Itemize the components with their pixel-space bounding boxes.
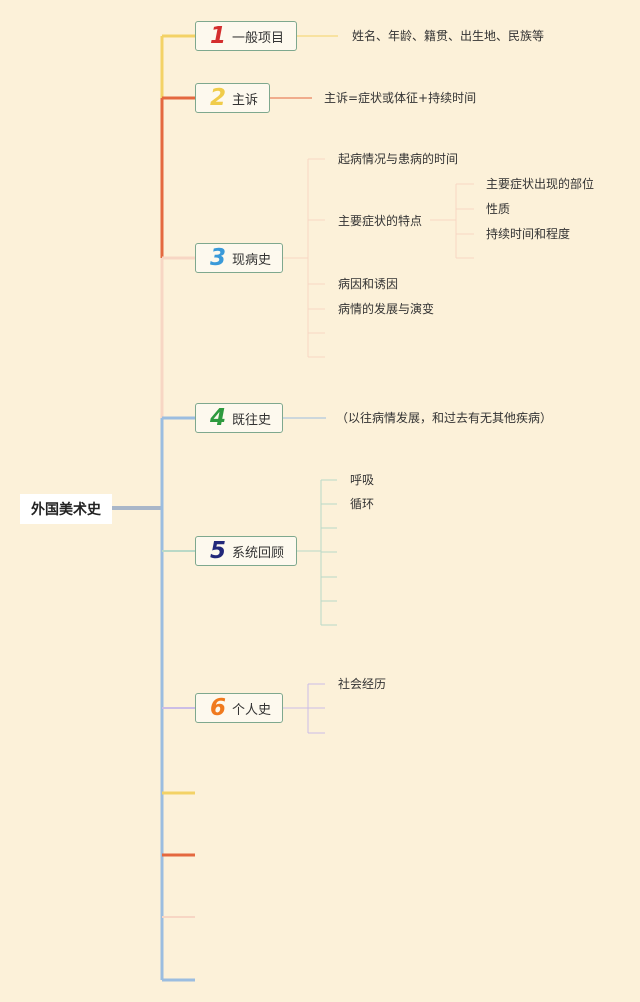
branch-node-1[interactable]: 1 一般项目 [195, 21, 297, 51]
detail-1-1: 姓名、年龄、籍贯、出生地、民族等 [352, 29, 545, 43]
branch-node-6[interactable]: 6 个人史 [195, 693, 283, 723]
detail-6-1: 社会经历 [338, 677, 387, 691]
branch-number-4: 4 [210, 404, 227, 431]
branch-number-1: 1 [210, 22, 227, 49]
branch-node-4[interactable]: 4 既往史 [195, 403, 283, 433]
detail-3-3: 病因和诱因 [338, 277, 399, 291]
branch-number-3: 3 [210, 244, 227, 271]
branch-number-5: 5 [210, 537, 227, 564]
branch-label-4: 既往史 [232, 412, 272, 428]
detail-3-4: 病情的发展与演变 [338, 302, 435, 316]
branch-label-3: 现病史 [232, 252, 272, 268]
sub-detail-3-2-2: 性质 [486, 202, 511, 216]
detail-5-1: 呼吸 [350, 473, 375, 487]
branch-node-3[interactable]: 3 现病史 [195, 243, 283, 273]
branch-label-6: 个人史 [232, 702, 272, 718]
detail-2-1: 主诉=症状或体征+持续时间 [324, 91, 477, 105]
detail-3-2: 主要症状的特点 [338, 214, 423, 228]
sub-detail-3-2-3: 持续时间和程度 [486, 227, 571, 241]
detail-4-1: （以往病情发展，和过去有无其他疾病） [336, 411, 553, 425]
branch-number-6: 6 [210, 694, 227, 721]
root-node[interactable]: 外国美术史 [20, 494, 112, 524]
branch-number-2: 2 [210, 84, 227, 111]
sub-detail-3-2-1: 主要症状出现的部位 [486, 177, 595, 191]
branch-label-5: 系统回顾 [232, 545, 285, 561]
branch-node-2[interactable]: 2 主诉 [195, 83, 270, 113]
detail-3-1: 起病情况与患病的时间 [338, 152, 459, 166]
branch-node-5[interactable]: 5 系统回顾 [195, 536, 297, 566]
detail-5-2: 循环 [350, 497, 375, 511]
root-label: 外国美术史 [31, 502, 101, 518]
branch-label-2: 主诉 [232, 92, 259, 108]
branch-label-1: 一般项目 [232, 30, 285, 46]
